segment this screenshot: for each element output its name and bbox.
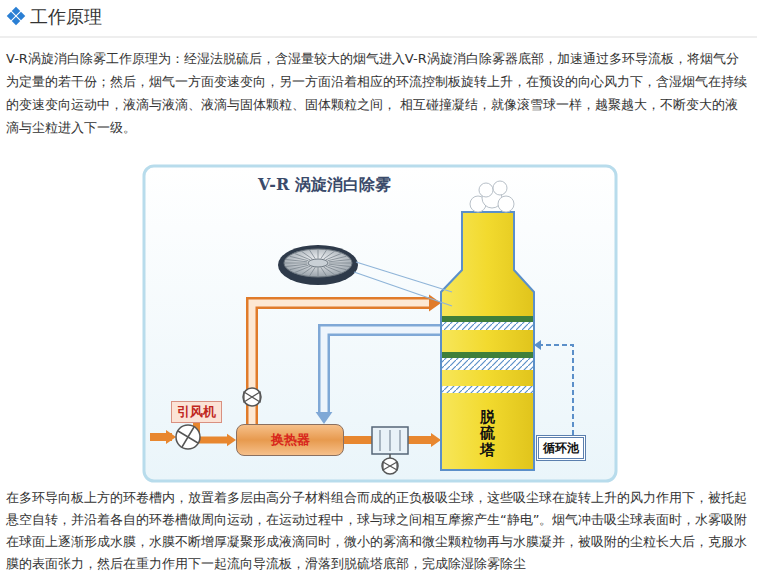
connector-inner: [252, 303, 431, 424]
heading-rule: [0, 37, 757, 38]
heading-icon: [7, 7, 25, 25]
section-heading: 工作原理: [30, 5, 102, 29]
connector-inner: [324, 330, 441, 414]
arrowhead: [316, 412, 333, 424]
heat-exchanger-box: 换热器: [236, 424, 344, 456]
connector-line: [324, 330, 441, 414]
flow-connector: [252, 295, 441, 424]
pool-box: 循环池: [536, 435, 586, 461]
connector-line: [197, 423, 229, 440]
connector-line: [540, 345, 573, 435]
arrowhead: [534, 340, 541, 350]
intro-paragraph: V-R涡旋消白除雾工作原理为：经湿法脱硫后，含湿量较大的烟气进入V-R涡旋消白除…: [6, 47, 751, 139]
fan-label-box: 引风机: [171, 401, 222, 423]
arrowhead: [431, 433, 441, 447]
node-text: 引风机: [177, 403, 216, 421]
tower-drawing: [441, 212, 534, 470]
flow-connector: [534, 340, 573, 435]
node-text: 换热器: [271, 431, 310, 449]
arrowhead: [227, 434, 236, 447]
node-text: 循环池: [543, 440, 579, 457]
demister-picture: [278, 245, 452, 306]
inlet-arrow: [150, 430, 176, 444]
tower-box: 脱硫塔: [441, 292, 534, 470]
steam-cloud: [470, 181, 514, 212]
fan-symbol: [176, 425, 200, 449]
diagram-frame: [144, 166, 616, 481]
connector-line: [252, 303, 431, 424]
flow-connector: [316, 330, 441, 424]
diagram-title: V-R 涡旋消白除雾: [258, 175, 391, 195]
arrowhead: [429, 295, 441, 312]
detail-paragraph: 在多环导向板上方的环卷槽内，放置着多层由高分子材料组合而成的正负极吸尘球，这些吸…: [6, 487, 751, 575]
valve-symbol: [243, 388, 261, 406]
flow-connector: [197, 423, 237, 446]
node-text: 脱硫塔: [480, 409, 495, 459]
spray-device: [372, 427, 408, 474]
